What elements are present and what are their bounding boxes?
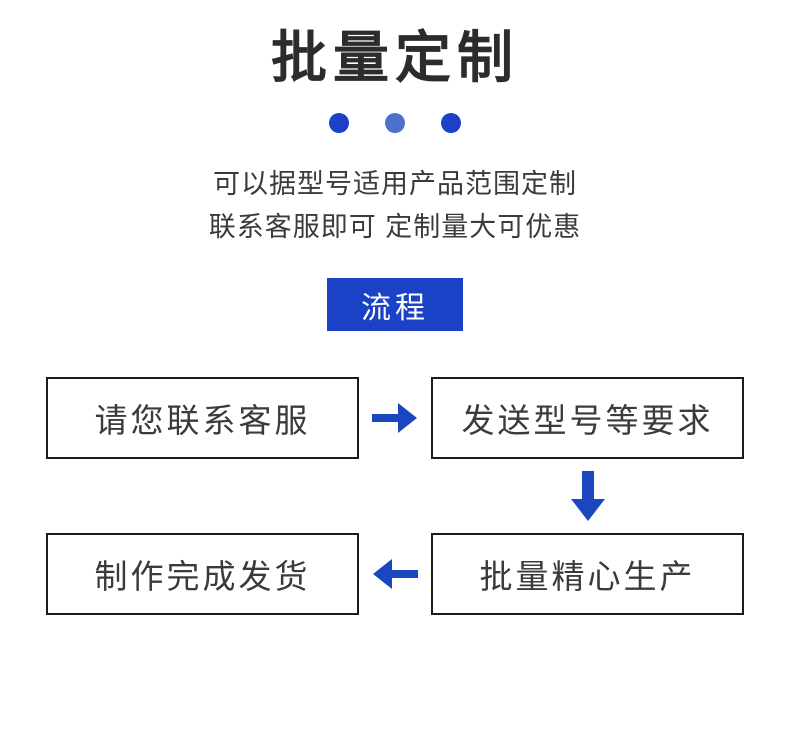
subtitle-line-2: 联系客服即可 定制量大可优惠 [208,212,582,243]
arrow-right-icon [359,401,431,435]
subtitle-block: 可以据型号适用产品范围定制 联系客服即可 定制量大可优惠 [0,163,790,250]
heading-block: 批量定制 [0,0,790,91]
page-title: 批量定制 [271,26,519,91]
dot-icon-2 [385,112,405,133]
process-flow-diagram: 请您联系客服 发送型号等要求 制作完成发货 [0,377,790,616]
arrow-down-row [0,459,790,533]
flow-step-finish-and-ship: 制作完成发货 [46,533,359,616]
section-badge-process: 流程 [327,278,463,332]
flow-row-bottom: 制作完成发货 批量精心生产 [0,533,790,616]
flow-step-batch-production: 批量精心生产 [431,533,744,616]
arrow-down-icon [571,471,605,522]
flow-step-send-model-requirements: 发送型号等要求 [431,377,744,460]
dot-icon-1 [329,112,349,133]
subtitle-line-1: 可以据型号适用产品范围定制 [213,168,577,199]
decorative-dot-row [0,112,790,133]
section-badge-wrap: 流程 [0,278,790,332]
flow-row-top: 请您联系客服 发送型号等要求 [0,377,790,460]
arrow-down-position [0,471,790,522]
arrow-left-icon [359,557,431,591]
flow-step-contact-support: 请您联系客服 [46,377,359,460]
dot-icon-3 [441,112,461,133]
